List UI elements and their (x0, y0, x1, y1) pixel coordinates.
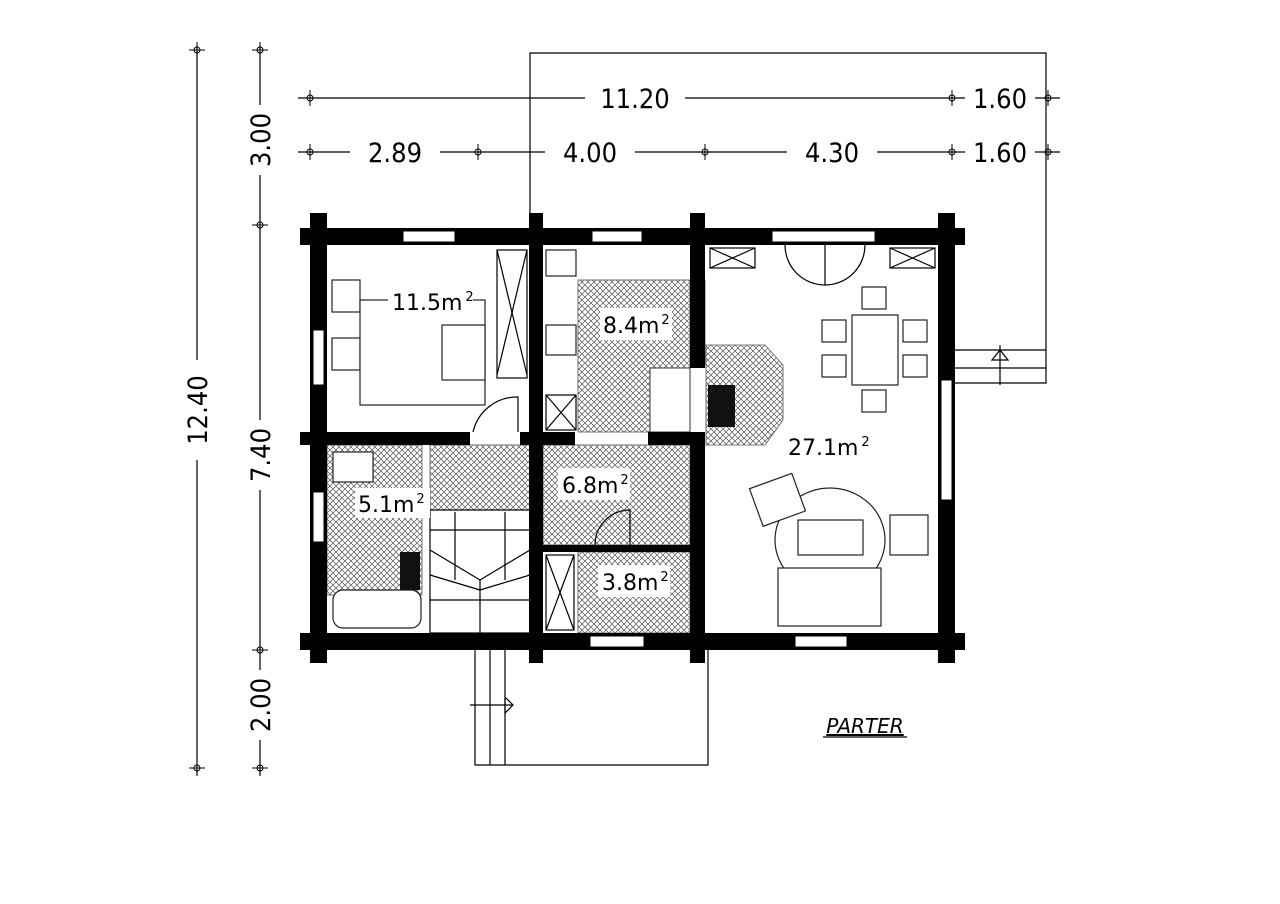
furniture (331, 244, 936, 634)
dim-overall-width: 11.20 (600, 84, 670, 115)
dim-segment: 4.30 (805, 138, 859, 169)
dim-segment: 1.60 (973, 138, 1027, 169)
dim-segment: 7.40 (246, 428, 277, 482)
dim-overall-depth: 12.40 (183, 375, 214, 445)
dim-segment: 2.00 (246, 678, 277, 732)
dimension-labels: 11.20 1.60 2.89 4.00 4.30 1.60 12.40 3.0… (181, 82, 1035, 740)
dim-terrace-width: 1.60 (973, 84, 1027, 115)
terrace-outline (529, 52, 1047, 385)
entrance-steps (470, 650, 709, 766)
windows (312, 230, 953, 648)
dim-segment: 2.89 (368, 138, 422, 169)
floor-label: PARTER (826, 714, 903, 738)
dim-segment: 3.00 (246, 113, 277, 167)
dim-segment: 4.00 (563, 138, 617, 169)
